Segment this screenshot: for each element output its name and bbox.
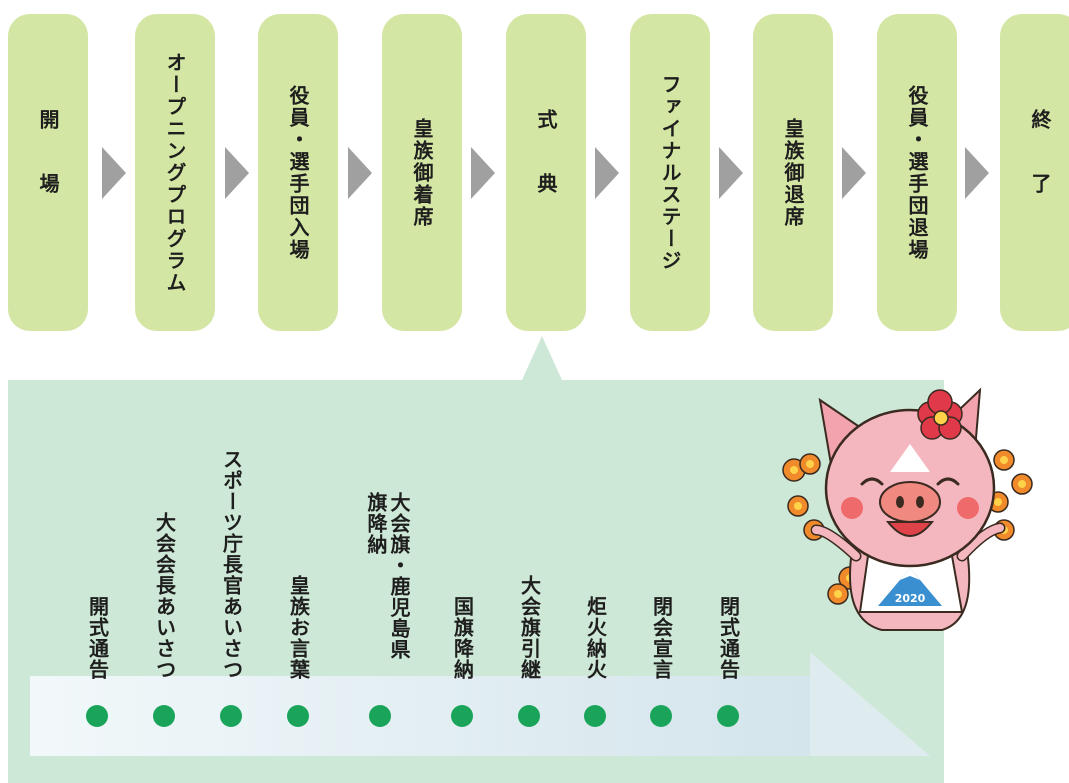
panel-pointer — [522, 336, 562, 380]
flow-step-end: 終了 — [1000, 14, 1069, 331]
flow-arrow-icon — [719, 147, 743, 199]
ceremony-item-label: 開式通告 — [85, 596, 110, 680]
flow-arrow-icon — [471, 147, 495, 199]
timeline-dot — [220, 705, 242, 727]
timeline-dot — [153, 705, 175, 727]
flow-step-label: 終了 — [1028, 108, 1052, 237]
flow-step-label: 皇族御退席 — [781, 117, 805, 228]
flow-step-label: 役員・選手団退場 — [905, 84, 929, 261]
ceremony-item: 国旗降納 — [447, 400, 477, 680]
ceremony-item-label: 皇族お言葉 — [286, 575, 311, 680]
flow-step-opening: 開場 — [8, 14, 88, 331]
flow-step-entrance: 役員・選手団入場 — [258, 14, 338, 331]
timeline-dot — [287, 705, 309, 727]
flow-step-label: 皇族御着席 — [410, 117, 434, 228]
ceremony-item: 炬火納火 — [580, 400, 610, 680]
flow-arrow-icon — [225, 147, 249, 199]
timeline-dot — [584, 705, 606, 727]
ceremony-item: スポーツ庁長官あいさつ — [216, 400, 246, 680]
timeline-dot — [369, 705, 391, 727]
ceremony-item: 大会旗引継 — [514, 400, 544, 680]
ceremony-item: 閉式通告 — [713, 400, 743, 680]
flow-step-label: 式典 — [534, 108, 558, 237]
mascot-pig-icon: 2020 — [782, 387, 1033, 631]
ceremony-item-label: 大会旗・鹿児島県旗降納 — [364, 492, 411, 660]
timeline-arrow-icon — [810, 652, 930, 756]
flow-arrow-icon — [102, 147, 126, 199]
svg-text:2020: 2020 — [895, 592, 926, 605]
ceremony-item-label: 閉会宣言 — [649, 596, 674, 680]
ceremony-item-label: 閉式通告 — [716, 596, 741, 680]
ceremony-item: 皇族お言葉 — [283, 400, 313, 680]
ceremony-item-label: スポーツ庁長官あいさつ — [219, 449, 244, 680]
timeline-dot — [518, 705, 540, 727]
flow-step-final-stage: ファイナルステージ — [630, 14, 710, 331]
flow-step-ceremony: 式典 — [506, 14, 586, 331]
flow-arrow-icon — [595, 147, 619, 199]
flow-step-label: オープニングプログラム — [163, 51, 187, 294]
mascot-pig: 2020 — [772, 380, 1062, 644]
ceremony-item-label: 大会旗引継 — [517, 575, 542, 680]
timeline-band — [30, 676, 810, 756]
timeline-dot — [717, 705, 739, 727]
ceremony-item-label: 炬火納火 — [583, 596, 608, 680]
flow-arrow-icon — [842, 147, 866, 199]
timeline-dot — [86, 705, 108, 727]
ceremony-item: 大会旗・鹿児島県旗降納 — [350, 400, 411, 680]
flow-arrow-icon — [348, 147, 372, 199]
ceremony-item: 開式通告 — [82, 400, 112, 680]
flow-step-label: ファイナルステージ — [658, 73, 682, 272]
ceremony-item: 大会会長あいさつ — [149, 400, 179, 680]
timeline-dot — [451, 705, 473, 727]
flow-step-label: 役員・選手団入場 — [286, 84, 310, 261]
ceremony-item: 閉会宣言 — [646, 400, 676, 680]
timeline-dot — [650, 705, 672, 727]
flow-step-royal-exit: 皇族御退席 — [753, 14, 833, 331]
ceremony-item-label: 国旗降納 — [450, 596, 475, 680]
flow-step-label: 開場 — [36, 108, 60, 237]
flow-arrow-icon — [965, 147, 989, 199]
flow-step-royal-seating: 皇族御着席 — [382, 14, 462, 331]
ceremony-item-label: 大会会長あいさつ — [152, 512, 177, 680]
flow-step-opening-program: オープニングプログラム — [135, 14, 215, 331]
flow-step-exit: 役員・選手団退場 — [877, 14, 957, 331]
